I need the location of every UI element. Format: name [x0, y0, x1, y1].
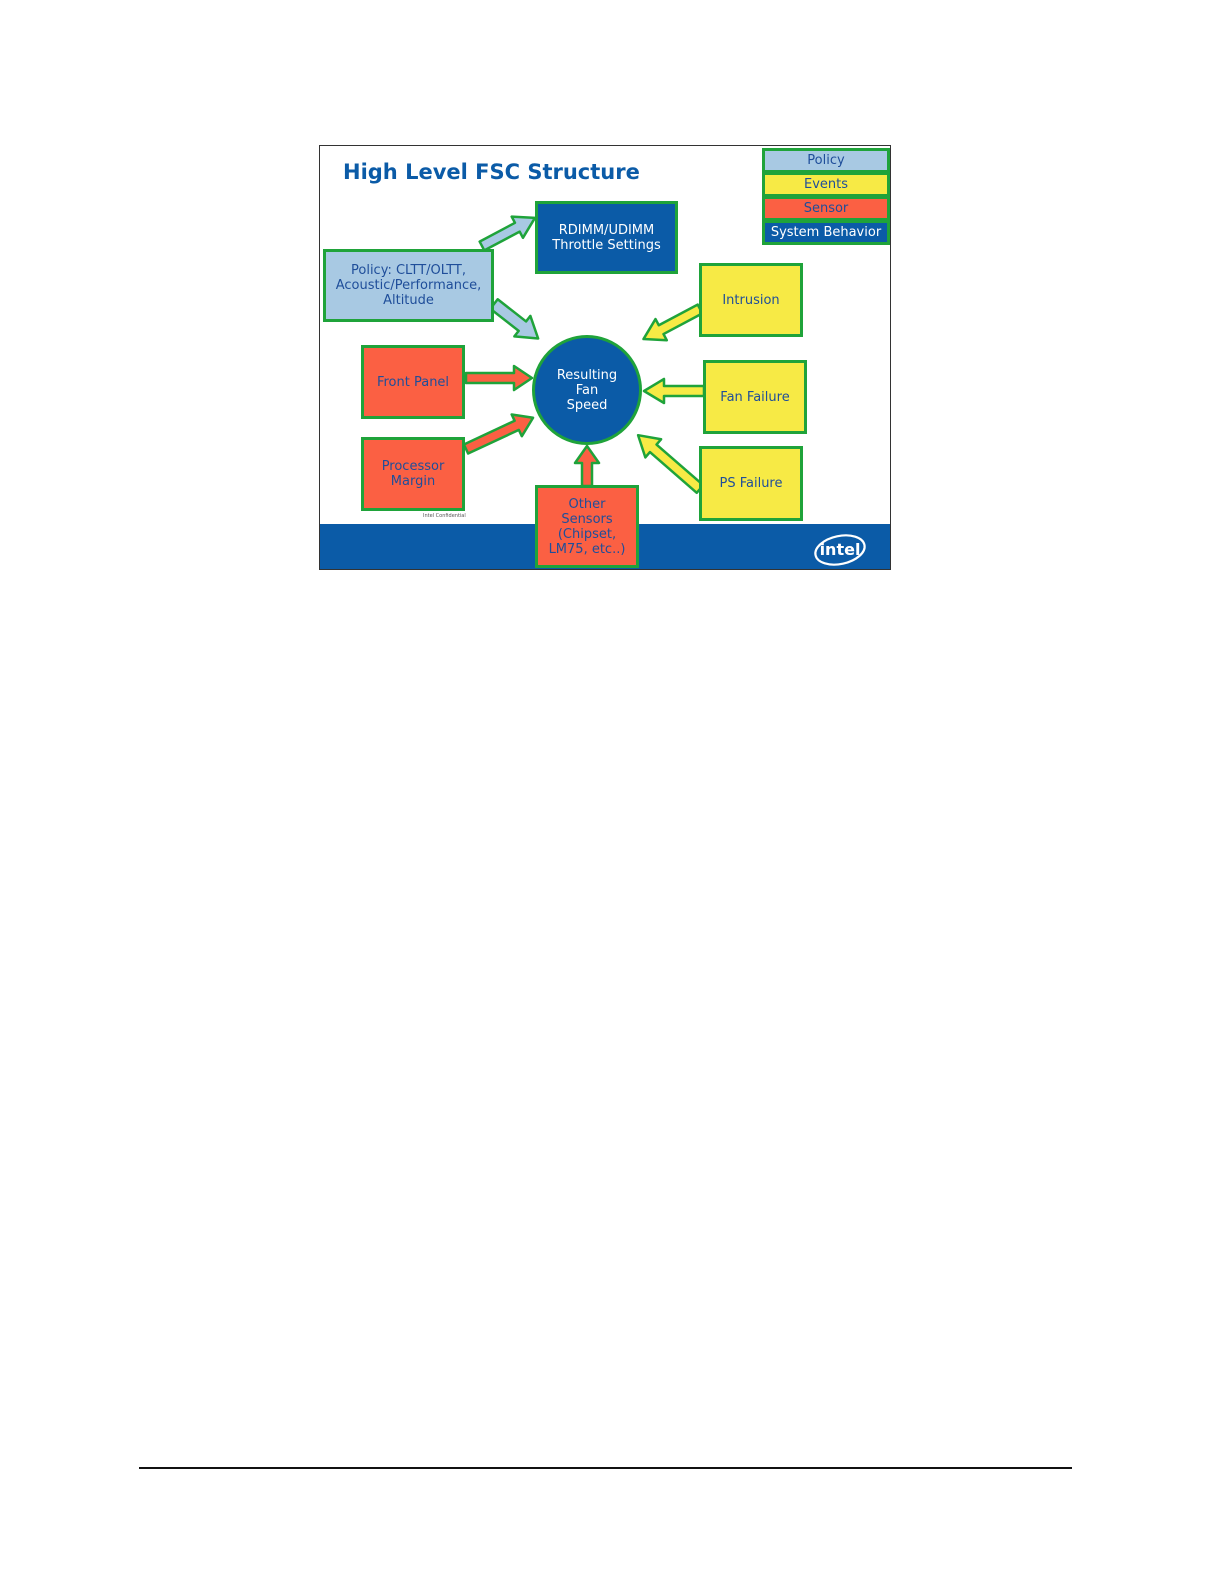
fan-failure-box: Fan Failure	[703, 360, 807, 434]
arrow-processor-margin-to-fan-speed	[461, 407, 538, 460]
page-footer-rule	[139, 1467, 1072, 1469]
ps-failure-box: PS Failure	[699, 446, 803, 521]
diagram-slide: High Level FSC Structure Policy Events S…	[319, 145, 891, 570]
arrow-fan-failure-to-fan-speed	[644, 379, 704, 403]
other-sensors-box: Other Sensors (Chipset, LM75, etc..)	[535, 485, 639, 568]
front-panel-box: Front Panel	[361, 345, 465, 419]
arrow-intrusion-to-fan-speed	[638, 298, 706, 349]
intel-logo-icon: intel	[811, 532, 869, 568]
arrow-other-sensors-to-fan-speed	[575, 446, 599, 486]
arrow-ps-failure-to-fan-speed	[630, 426, 708, 498]
arrow-policy-to-fan-speed	[486, 294, 546, 349]
policy-box: Policy: CLTT/OLTT, Acoustic/Performance,…	[323, 249, 494, 322]
confidential-label: Intel Confidential	[423, 513, 466, 519]
throttle-settings-box: RDIMM/UDIMM Throttle Settings	[535, 201, 678, 274]
arrow-front-panel-to-fan-speed	[466, 366, 532, 390]
processor-margin-box: Processor Margin	[361, 437, 465, 511]
intel-logo-text: intel	[820, 540, 861, 559]
intrusion-box: Intrusion	[699, 263, 803, 337]
resulting-fan-speed-circle: Resulting Fan Speed	[532, 335, 642, 445]
